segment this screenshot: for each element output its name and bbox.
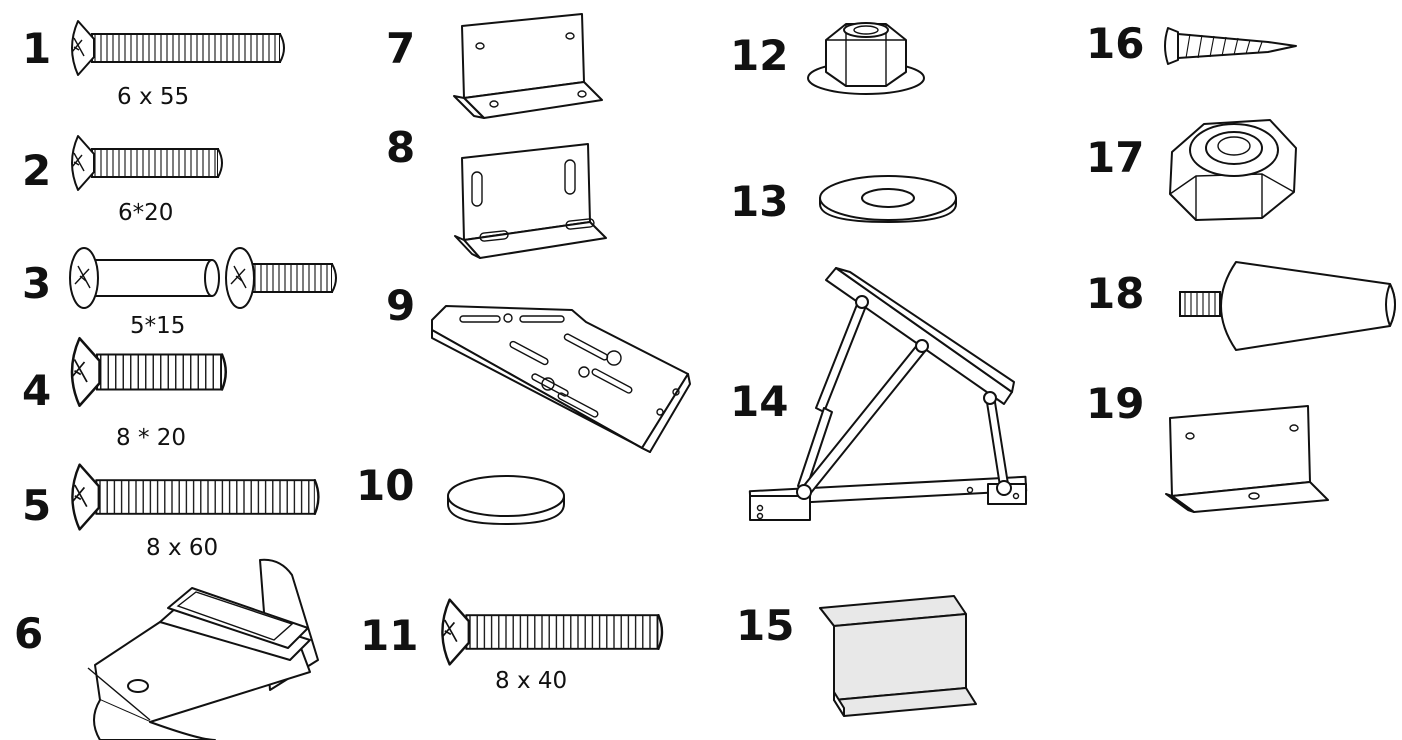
countersunk-screw-icon: [71, 463, 320, 531]
part-number-16: 16: [1086, 19, 1144, 68]
washer-icon: [819, 175, 957, 223]
part-number-12: 12: [730, 31, 788, 80]
size-label-2: 6*20: [118, 200, 173, 226]
connector-bolt-icon: [69, 247, 220, 309]
part-number-1: 1: [22, 24, 51, 73]
part-number-4: 4: [22, 366, 51, 415]
part-number-6: 6: [14, 609, 43, 658]
part-number-18: 18: [1086, 269, 1144, 318]
part-number-19: 19: [1086, 379, 1144, 428]
part-number-5: 5: [22, 481, 51, 530]
part-number-9: 9: [386, 281, 415, 330]
size-label-1: 6 x 55: [117, 84, 189, 110]
part-number-15: 15: [736, 601, 794, 650]
part-number-13: 13: [730, 177, 788, 226]
countersunk-screw-icon: [441, 598, 664, 666]
part-number-11: 11: [360, 611, 418, 660]
z-bracket-icon: [819, 595, 977, 717]
corner-block-icon: [87, 558, 319, 740]
part-number-14: 14: [730, 377, 788, 426]
slotted-angle-bracket-icon: [454, 143, 607, 259]
wood-screw-icon: [1164, 27, 1297, 65]
part-number-7: 7: [386, 24, 415, 73]
countersunk-screw-icon: [71, 135, 223, 191]
part-number-10: 10: [356, 461, 414, 510]
part-number-3: 3: [22, 259, 51, 308]
angle-bracket-icon: [453, 13, 603, 119]
size-label-11: 8 x 40: [495, 668, 567, 694]
tapered-leg-icon: [1179, 261, 1396, 351]
countersunk-screw-icon: [71, 20, 285, 76]
part-number-2: 2: [22, 146, 51, 195]
angle-bracket-icon: [1165, 405, 1329, 513]
mounting-plate-icon: [431, 305, 691, 453]
connector-bolt-icon: [225, 247, 337, 309]
size-label-5: 8 x 60: [146, 535, 218, 561]
lock-nut-icon: [1169, 119, 1297, 221]
flange-nut-icon: [807, 22, 925, 95]
countersunk-screw-icon: [70, 337, 227, 407]
felt-pad-icon: [447, 475, 565, 525]
size-label-3: 5*15: [130, 313, 185, 339]
part-number-8: 8: [386, 123, 415, 172]
gas-lift-mechanism-icon: [748, 267, 1028, 521]
size-label-4: 8 * 20: [116, 425, 186, 451]
part-number-17: 17: [1086, 133, 1144, 182]
